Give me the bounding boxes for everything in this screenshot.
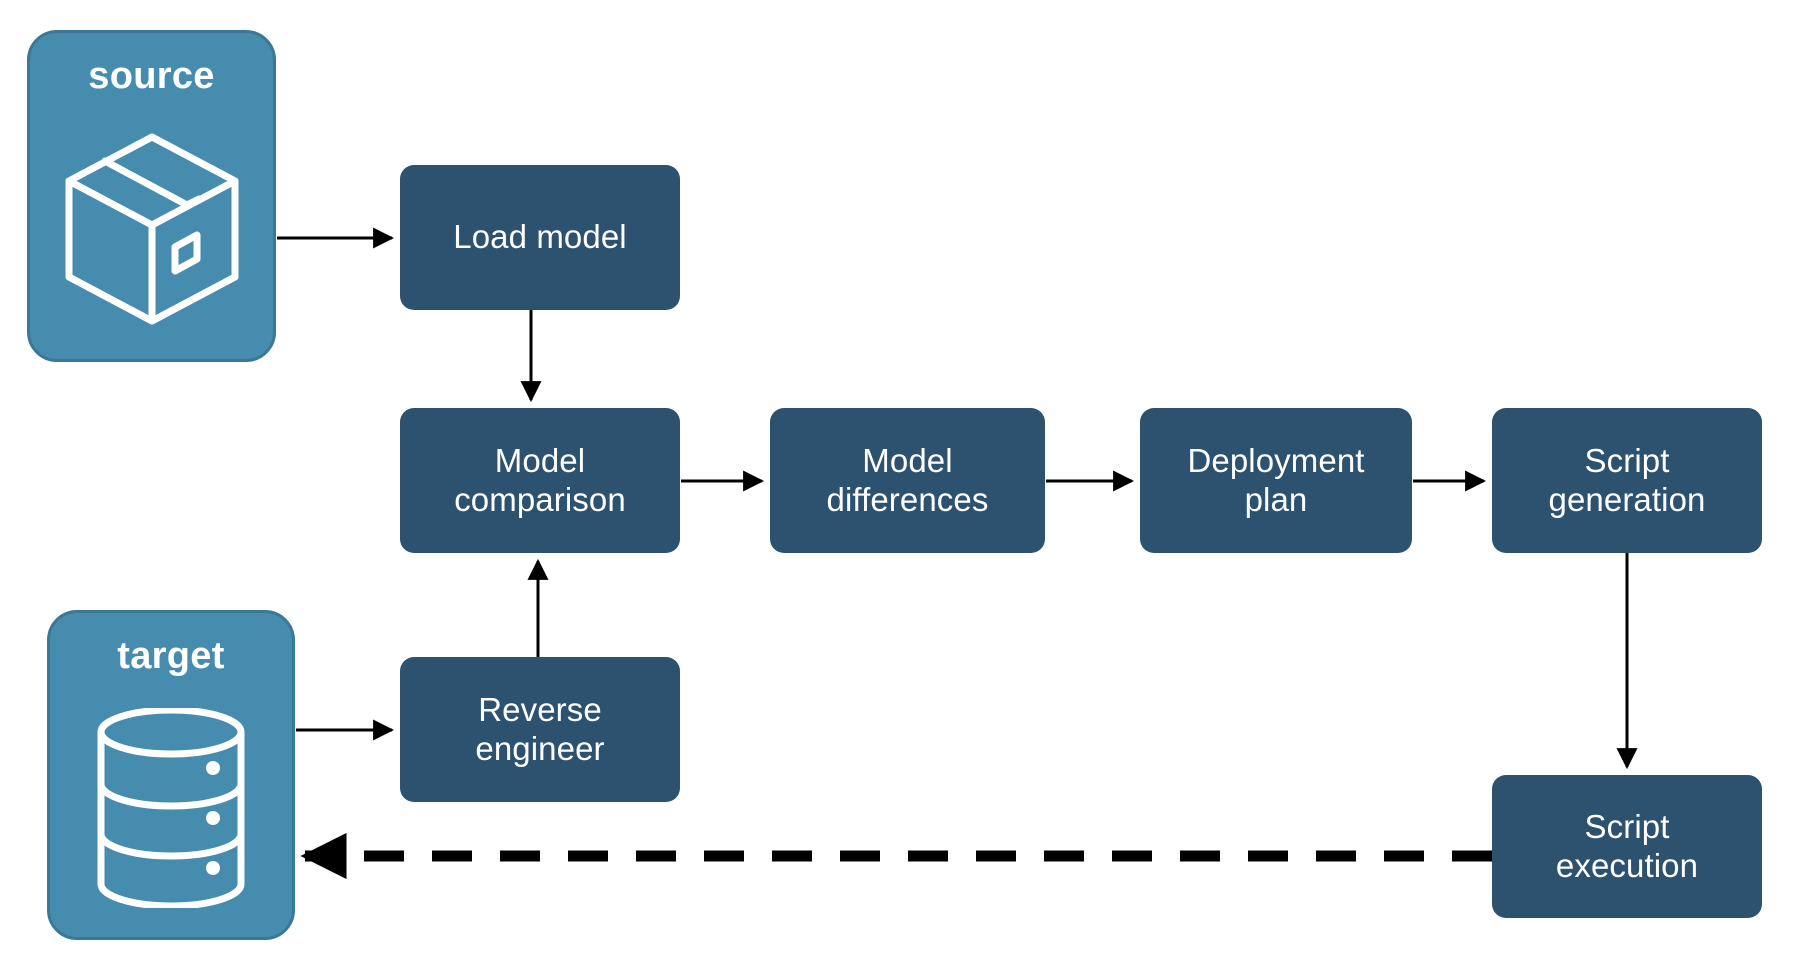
node-script-generation[interactable]: Script generation (1492, 408, 1762, 553)
node-script-execution[interactable]: Script execution (1492, 775, 1762, 918)
node-target-label: target (117, 635, 225, 677)
node-load-model[interactable]: Load model (400, 165, 680, 310)
node-reverse-engineer-label: Reverse engineer (475, 690, 605, 767)
node-deployment-plan[interactable]: Deployment plan (1140, 408, 1412, 553)
node-script-generation-label: Script generation (1548, 441, 1706, 518)
node-target[interactable]: target (47, 610, 295, 940)
node-source[interactable]: source (27, 30, 276, 362)
database-cylinder-icon (50, 678, 292, 937)
node-reverse-engineer[interactable]: Reverse engineer (400, 657, 680, 802)
node-deployment-plan-label: Deployment plan (1187, 441, 1365, 518)
package-box-icon (30, 98, 273, 359)
node-model-comparison-label: Model comparison (454, 441, 626, 518)
node-source-label: source (88, 55, 215, 97)
node-script-execution-label: Script execution (1555, 807, 1699, 884)
node-model-differences[interactable]: Model differences (770, 408, 1045, 553)
node-load-model-label: Load model (453, 218, 627, 256)
node-model-comparison[interactable]: Model comparison (400, 408, 680, 553)
node-model-differences-label: Model differences (826, 441, 989, 518)
